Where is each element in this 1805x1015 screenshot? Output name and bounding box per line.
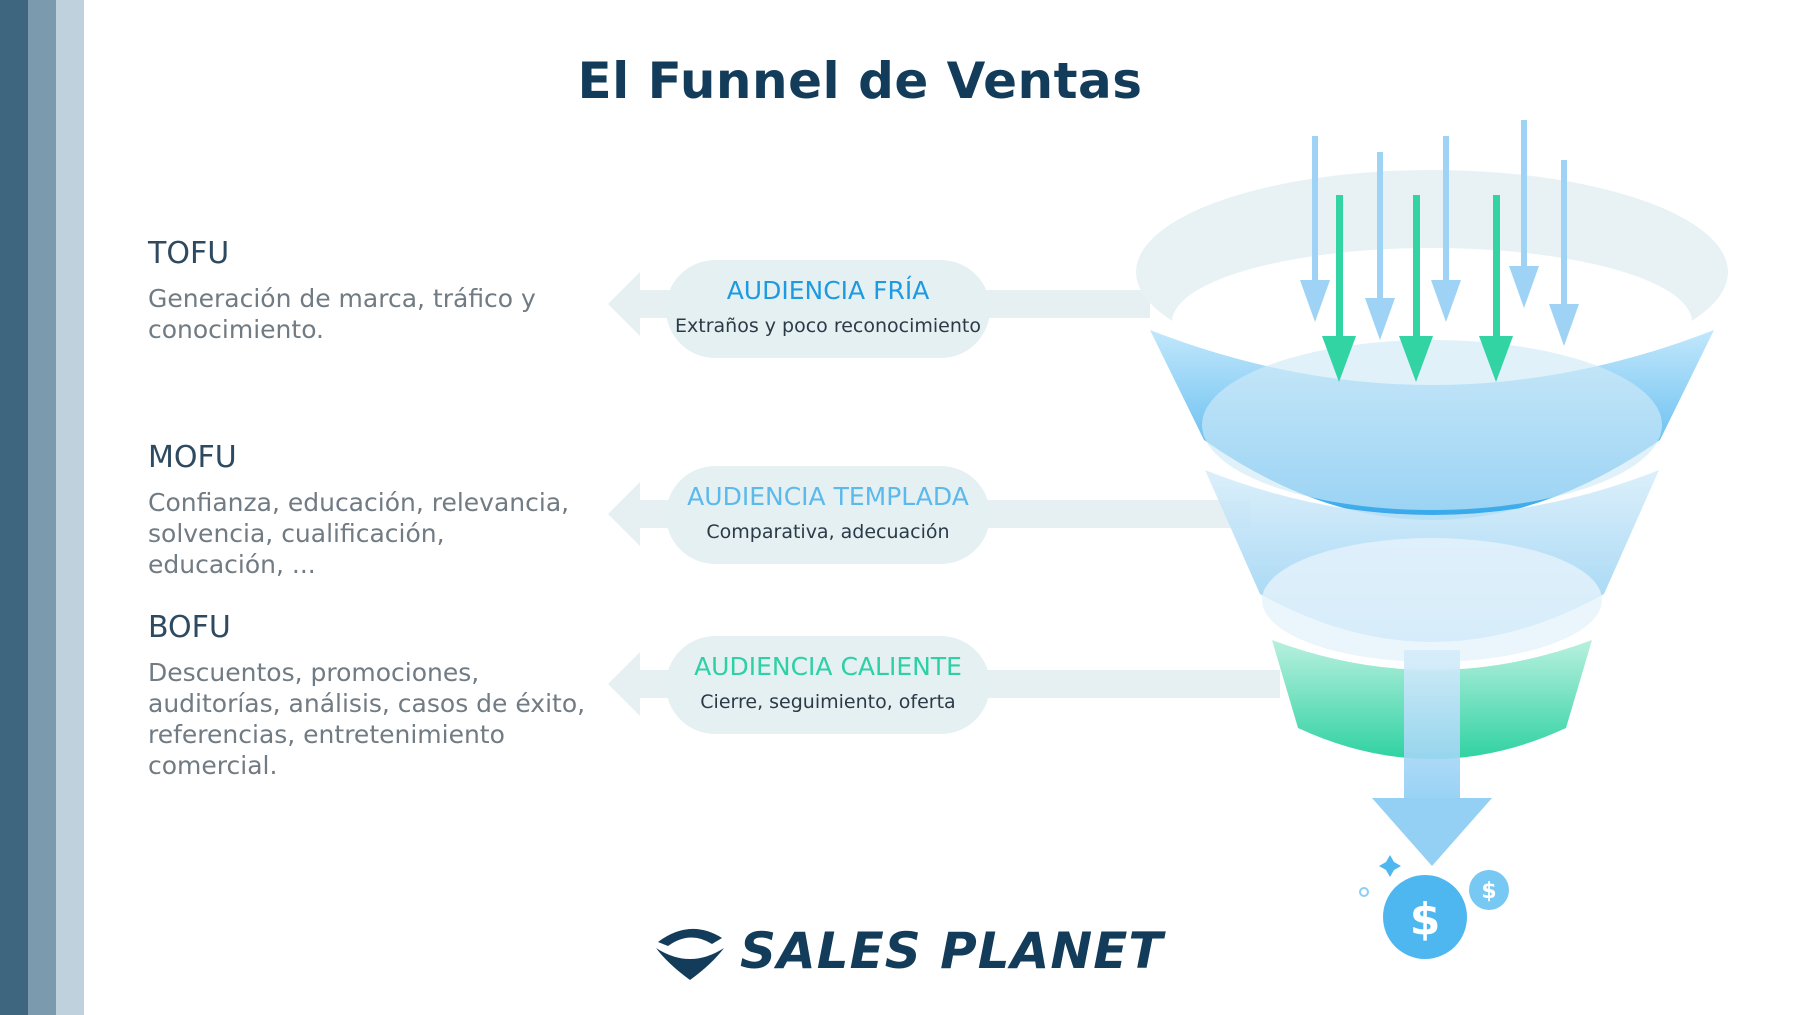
connector-arrowhead-mofu (608, 482, 640, 546)
stage-bofu: BOFU Descuentos, promociones, auditorías… (148, 610, 628, 781)
funnel-stem (1404, 650, 1460, 800)
audience-title: AUDIENCIA TEMPLADA (687, 482, 969, 511)
audience-subtitle: Cierre, seguimiento, oferta (700, 691, 956, 713)
logo-text: SALES PLANET (740, 922, 1164, 980)
funnel-mid-opening (1262, 538, 1602, 662)
funnel-output-arrowhead (1372, 798, 1492, 866)
coin-large (1383, 875, 1467, 959)
sparkle-icon (1379, 855, 1401, 877)
audience-pill-hot: AUDIENCIA CALIENTE Cierre, seguimiento, … (666, 636, 990, 734)
stage-description: Confianza, educación, relevancia, solven… (148, 488, 570, 579)
falling-arrows-light (1300, 120, 1579, 346)
sidebar-stripe-mid (28, 0, 56, 1015)
falling-arrows-green (1322, 195, 1513, 382)
page-title: El Funnel de Ventas (577, 52, 1143, 110)
funnel-inner-ellipse (1202, 340, 1662, 510)
coin-small-symbol: $ (1481, 879, 1496, 904)
audience-pill-cold: AUDIENCIA FRÍA Extraños y poco reconocim… (666, 260, 990, 358)
audience-subtitle: Extraños y poco reconocimiento (675, 315, 981, 337)
stage-label: MOFU (148, 440, 237, 475)
connector-arrowhead-bofu (608, 652, 640, 716)
coin-small (1469, 870, 1509, 910)
connector-arrowhead-tofu (608, 272, 640, 336)
audience-title: AUDIENCIA FRÍA (726, 276, 930, 305)
stage-label: TOFU (148, 236, 230, 271)
stage-label: BOFU (148, 610, 231, 645)
sidebar-stripe-light (56, 0, 84, 1015)
stage-description: Generación de marca, tráfico y conocimie… (148, 284, 536, 344)
stage-description: Descuentos, promociones, auditorías, aná… (148, 658, 586, 780)
audience-subtitle: Comparativa, adecuación (706, 521, 950, 543)
stage-mofu: MOFU Confianza, educación, relevancia, s… (148, 440, 628, 580)
coin-large-symbol: $ (1410, 894, 1441, 945)
audience-pill-warm: AUDIENCIA TEMPLADA Comparativa, adecuaci… (666, 466, 990, 564)
audience-title: AUDIENCIA CALIENTE (694, 652, 962, 681)
stage-tofu: TOFU Generación de marca, tráfico y cono… (148, 236, 628, 345)
sparkle-dot-icon (1359, 887, 1369, 897)
sales-planet-logo: SALES PLANET (650, 918, 1162, 988)
planet-ring-icon (656, 928, 724, 980)
sidebar-stripe-dark (0, 0, 28, 1015)
